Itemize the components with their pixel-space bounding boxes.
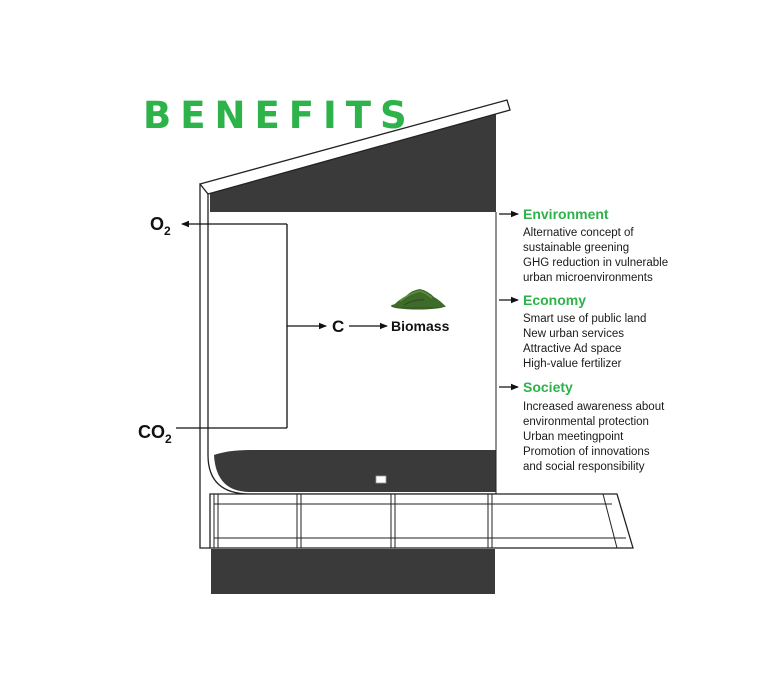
- benefit-item: sustainable greening: [523, 242, 629, 254]
- bench-platform: [209, 493, 634, 549]
- benefit-economy: Economy Smart use of public land New urb…: [499, 292, 646, 370]
- benefit-item: Attractive Ad space: [523, 343, 621, 355]
- benefit-environment: Environment Alternative concept of susta…: [499, 206, 668, 284]
- society-heading: Society: [523, 379, 573, 395]
- benefit-item: Smart use of public land: [523, 313, 646, 325]
- benefit-item: New urban services: [523, 328, 624, 340]
- economy-heading: Economy: [523, 292, 586, 308]
- benefit-item: GHG reduction in vulnerable: [523, 257, 668, 269]
- benefit-item: Urban meetingpoint: [523, 431, 624, 443]
- back-wall-outer: [199, 184, 210, 549]
- back-wall-inner: [207, 194, 496, 495]
- floor-light-indicator: [375, 475, 387, 484]
- bench-end-line: [602, 493, 618, 549]
- benefit-item: High-value fertilizer: [523, 358, 622, 370]
- floor-dark-panel: [214, 450, 496, 492]
- roof-dark-panel: [210, 112, 496, 212]
- benefit-item: Alternative concept of: [523, 227, 634, 239]
- benefit-item: urban microenvironments: [523, 272, 653, 284]
- benefit-item: Increased awareness about: [523, 401, 665, 413]
- benefit-society: Society Increased awareness about enviro…: [499, 379, 665, 473]
- benefit-item: Promotion of innovations: [523, 446, 650, 458]
- base-dark-panel: [211, 549, 495, 594]
- o2-label: O2: [150, 214, 171, 238]
- biomass-pile-icon: [391, 289, 446, 310]
- carbon-label: C: [332, 317, 344, 336]
- gas-flow: O2 CO2 C Biomass: [138, 214, 450, 446]
- benefit-item: environmental protection: [523, 416, 649, 428]
- benefit-item: and social responsibility: [523, 461, 645, 473]
- biomass-label: Biomass: [391, 318, 450, 334]
- diagram-title: BENEFITS: [143, 94, 416, 137]
- roof-slab: [198, 99, 511, 195]
- environment-heading: Environment: [523, 206, 609, 222]
- shelter-structure: [198, 99, 634, 594]
- co2-label: CO2: [138, 422, 172, 446]
